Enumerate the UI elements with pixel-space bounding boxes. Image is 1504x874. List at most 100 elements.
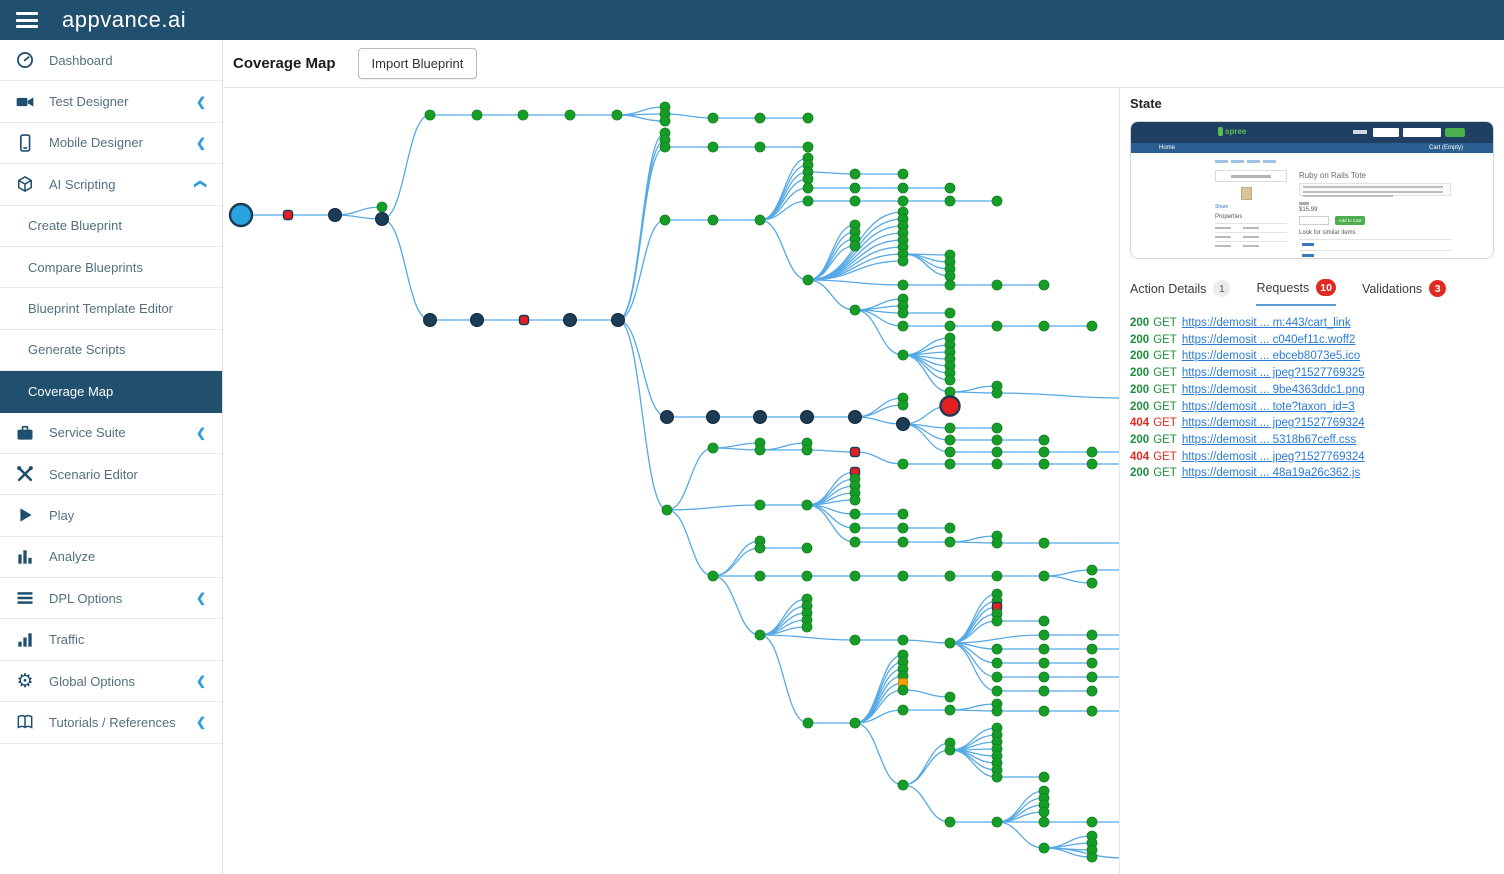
page-node[interactable] <box>659 115 671 127</box>
page-node[interactable] <box>897 255 909 267</box>
error-node[interactable] <box>849 446 861 458</box>
page-node[interactable] <box>754 214 766 226</box>
page-node[interactable] <box>849 195 861 207</box>
sidebar-item-traffic[interactable]: Traffic <box>0 619 222 661</box>
root-node[interactable] <box>228 202 254 228</box>
page-node[interactable] <box>1086 643 1098 655</box>
chevron-left-icon[interactable]: ❮ <box>195 425 206 440</box>
page-node[interactable] <box>1038 570 1050 582</box>
page-node[interactable] <box>991 671 1003 683</box>
path-node[interactable] <box>800 410 814 424</box>
page-node[interactable] <box>849 508 861 520</box>
page-node[interactable] <box>991 570 1003 582</box>
page-node[interactable] <box>897 399 909 411</box>
request-url-link[interactable]: https://demosit ... 5318b67ceff.css <box>1181 433 1357 446</box>
page-node[interactable] <box>944 374 956 386</box>
page-node[interactable] <box>897 536 909 548</box>
page-node[interactable] <box>944 279 956 291</box>
sidebar-item-dpl-options[interactable]: DPL Options❮ <box>0 578 222 620</box>
page-node[interactable] <box>991 771 1003 783</box>
path-node[interactable] <box>328 208 342 222</box>
error-node[interactable] <box>518 314 530 326</box>
page-node[interactable] <box>944 816 956 828</box>
page-node[interactable] <box>897 458 909 470</box>
page-node[interactable] <box>991 643 1003 655</box>
page-node[interactable] <box>1086 705 1098 717</box>
page-node[interactable] <box>754 570 766 582</box>
sidebar-item-mobile-designer[interactable]: Mobile Designer❮ <box>0 123 222 165</box>
request-url-link[interactable]: https://demosit ... ebceb8073e5.ico <box>1181 350 1361 363</box>
page-node[interactable] <box>849 494 861 506</box>
page-node[interactable] <box>944 434 956 446</box>
chevron-left-icon[interactable]: ❮ <box>195 591 206 606</box>
page-node[interactable] <box>1086 685 1098 697</box>
page-node[interactable] <box>1038 446 1050 458</box>
page-node[interactable] <box>754 112 766 124</box>
page-node[interactable] <box>991 434 1003 446</box>
page-node[interactable] <box>897 779 909 791</box>
page-node[interactable] <box>1038 279 1050 291</box>
page-node[interactable] <box>944 744 956 756</box>
page-node[interactable] <box>801 542 813 554</box>
page-node[interactable] <box>1038 842 1050 854</box>
error-node[interactable] <box>282 209 294 221</box>
page-node[interactable] <box>802 274 814 286</box>
page-node[interactable] <box>991 615 1003 627</box>
page-node[interactable] <box>897 634 909 646</box>
page-node[interactable] <box>944 691 956 703</box>
page-node[interactable] <box>517 109 529 121</box>
page-node[interactable] <box>944 704 956 716</box>
page-node[interactable] <box>897 279 909 291</box>
page-node[interactable] <box>801 621 813 633</box>
path-node[interactable] <box>470 313 484 327</box>
page-node[interactable] <box>991 705 1003 717</box>
page-node[interactable] <box>1086 816 1098 828</box>
page-node[interactable] <box>897 570 909 582</box>
page-node[interactable] <box>944 182 956 194</box>
page-node[interactable] <box>1038 806 1050 818</box>
sidebar-item-generate-scripts[interactable]: Generate Scripts <box>0 330 222 372</box>
page-node[interactable] <box>754 444 766 456</box>
page-node[interactable] <box>897 307 909 319</box>
sidebar-item-coverage-map[interactable]: Coverage Map <box>0 371 222 413</box>
sidebar-item-compare-blueprints[interactable]: Compare Blueprints <box>0 247 222 289</box>
page-node[interactable] <box>1038 537 1050 549</box>
sidebar-item-dashboard[interactable]: Dashboard <box>0 40 222 82</box>
sidebar-item-service-suite[interactable]: Service Suite❮ <box>0 413 222 454</box>
page-node[interactable] <box>802 195 814 207</box>
page-node[interactable] <box>802 112 814 124</box>
page-node[interactable] <box>801 570 813 582</box>
request-url-link[interactable]: https://demosit ... c040ef11c.woff2 <box>1181 333 1356 346</box>
page-node[interactable] <box>707 112 719 124</box>
request-url-link[interactable]: https://demosit ... tote?taxon_id=3 <box>1181 400 1355 413</box>
sidebar-item-blueprint-template-editor[interactable]: Blueprint Template Editor <box>0 288 222 330</box>
page-node[interactable] <box>1038 629 1050 641</box>
request-url-link[interactable]: https://demosit ... jpeg?1527769324 <box>1181 417 1365 430</box>
path-node[interactable] <box>706 410 720 424</box>
page-node[interactable] <box>849 536 861 548</box>
page-node[interactable] <box>944 570 956 582</box>
page-node[interactable] <box>1086 564 1098 576</box>
request-url-link[interactable]: https://demosit ... jpeg?1527769324 <box>1181 450 1365 463</box>
page-node[interactable] <box>707 141 719 153</box>
sidebar-item-global-options[interactable]: ⚙Global Options❮ <box>0 661 222 703</box>
page-node[interactable] <box>754 542 766 554</box>
path-node[interactable] <box>660 410 674 424</box>
page-node[interactable] <box>1086 657 1098 669</box>
page-node[interactable] <box>376 201 388 213</box>
page-node[interactable] <box>1086 320 1098 332</box>
page-node[interactable] <box>849 522 861 534</box>
page-node[interactable] <box>991 458 1003 470</box>
page-node[interactable] <box>849 182 861 194</box>
page-node[interactable] <box>944 446 956 458</box>
page-node[interactable] <box>801 444 813 456</box>
page-node[interactable] <box>991 446 1003 458</box>
page-node[interactable] <box>944 422 956 434</box>
selected-error-node[interactable] <box>939 395 961 417</box>
page-node[interactable] <box>849 570 861 582</box>
page-node[interactable] <box>991 657 1003 669</box>
path-node[interactable] <box>611 313 625 327</box>
request-url-link[interactable]: https://demosit ... 48a19a26c362.js <box>1181 467 1361 480</box>
